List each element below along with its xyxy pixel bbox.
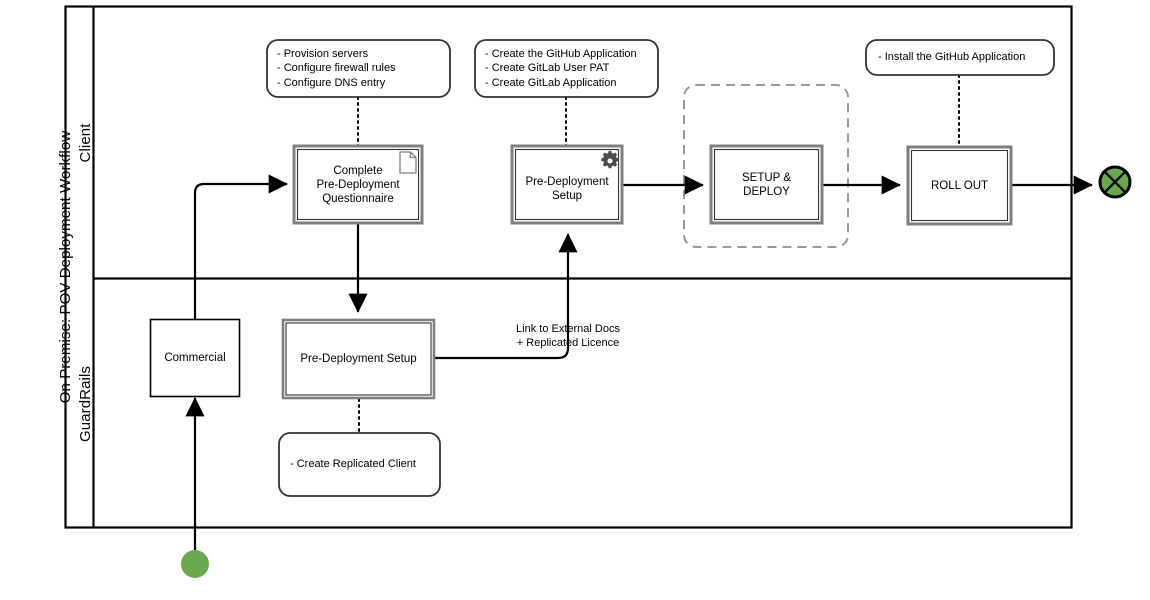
lane-title-guardrails: GuardRails <box>76 365 94 443</box>
annotation-create-apps-box <box>474 39 659 98</box>
task-setup-and-deploy[interactable] <box>709 144 824 225</box>
task-label-client-pre-deployment-setup: Pre-Deployment Setup <box>512 150 622 227</box>
task-roll-out[interactable] <box>906 145 1013 226</box>
edge-label-line: + Replicated Licence <box>516 337 620 349</box>
annotation-provision-box <box>266 39 451 98</box>
task-label-complete-questionnaire: Complete Pre-Deployment Questionnaire <box>294 146 422 223</box>
gear-icon <box>601 150 619 169</box>
task-label-line: ROLL OUT <box>930 179 989 192</box>
task-commercial[interactable] <box>149 318 241 398</box>
task-complete-questionnaire[interactable] <box>292 144 424 225</box>
task-label-line: Pre-Deployment Setup <box>300 353 417 365</box>
task-label-roll-out: ROLL OUT <box>908 147 1011 224</box>
annotation-shapes <box>266 39 1055 497</box>
lane-title-client: Client <box>76 123 94 163</box>
pool-frame <box>64 5 1073 529</box>
annotation-create-replicated-box <box>278 432 441 497</box>
annotation-text-provision: - Provision servers - Configure firewall… <box>277 47 396 89</box>
document-icon <box>399 151 417 174</box>
task-label-commercial: Commercial <box>150 319 240 397</box>
annotation-text-create-replicated: - Create Replicated Client <box>290 458 416 471</box>
task-label-line: Questionnaire <box>322 192 394 205</box>
connectors <box>185 174 1093 550</box>
task-label-guardrails-pre-deployment-setup: Pre-Deployment Setup <box>283 320 434 398</box>
task-client-pre-deployment-setup[interactable] <box>510 144 624 225</box>
edge-label-link-external-docs: Link to External Docs + Replicated Licen… <box>479 319 657 353</box>
task-guardrails-pre-deployment-setup[interactable] <box>281 318 436 400</box>
task-label-line: Pre-Deployment <box>316 178 400 191</box>
pool-title: On Premise: POV Deployment Workflow <box>56 130 74 404</box>
edge-label-line: Link to External Docs <box>516 323 620 335</box>
end-event[interactable] <box>1098 165 1132 199</box>
task-label-line: Pre-Deployment <box>525 175 609 188</box>
task-label-line: Complete <box>333 164 383 177</box>
task-label-line: DEPLOY <box>743 185 790 198</box>
task-label-line: Setup <box>551 189 583 202</box>
task-label-setup-and-deploy: SETUP & DEPLOY <box>711 146 822 223</box>
edge-commercial-to-questionnaire <box>193 174 288 319</box>
task-label-line: Commercial <box>164 352 226 364</box>
task-label-line: SETUP & <box>742 171 791 184</box>
annotation-text-create-apps: - Create the GitHub Application - Create… <box>485 47 637 89</box>
start-event[interactable] <box>181 550 209 578</box>
annotation-install-github-box <box>865 39 1055 76</box>
edge-gr-setup-to-client-setup <box>434 233 578 360</box>
associations <box>357 74 960 434</box>
setup-deploy-group <box>683 84 849 248</box>
annotation-text-install-github: - Install the GitHub Application <box>878 51 1026 64</box>
